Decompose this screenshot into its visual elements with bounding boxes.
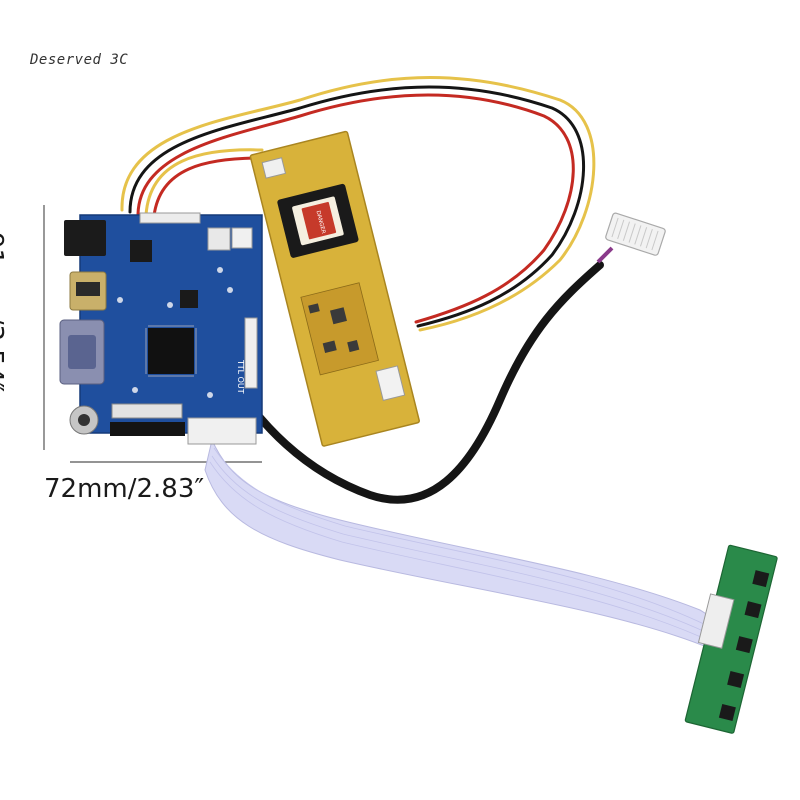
height-dimension-label: 91mm/3.54″ [0,232,8,393]
keypad-buttons [718,570,770,722]
scaler-chip [148,328,194,374]
keypad-connector [187,417,257,445]
controller-board: TTL OUT [59,212,263,445]
keypad-ribbon-cable [204,438,723,651]
keypad-board [684,544,778,734]
danger-label: DANGER [315,210,327,234]
power-wire-harness [120,76,596,332]
brand-watermark: Deserved 3C [30,52,129,68]
lvds-connector [596,212,666,264]
power-jack [64,220,106,256]
backlight-inverter: DANGER [249,130,420,447]
dimension-lines [43,205,262,463]
lvds-cable [222,261,604,504]
ttl-out-label: TTL OUT [236,359,245,394]
width-dimension-label: 72mm/2.83″ [44,474,205,504]
